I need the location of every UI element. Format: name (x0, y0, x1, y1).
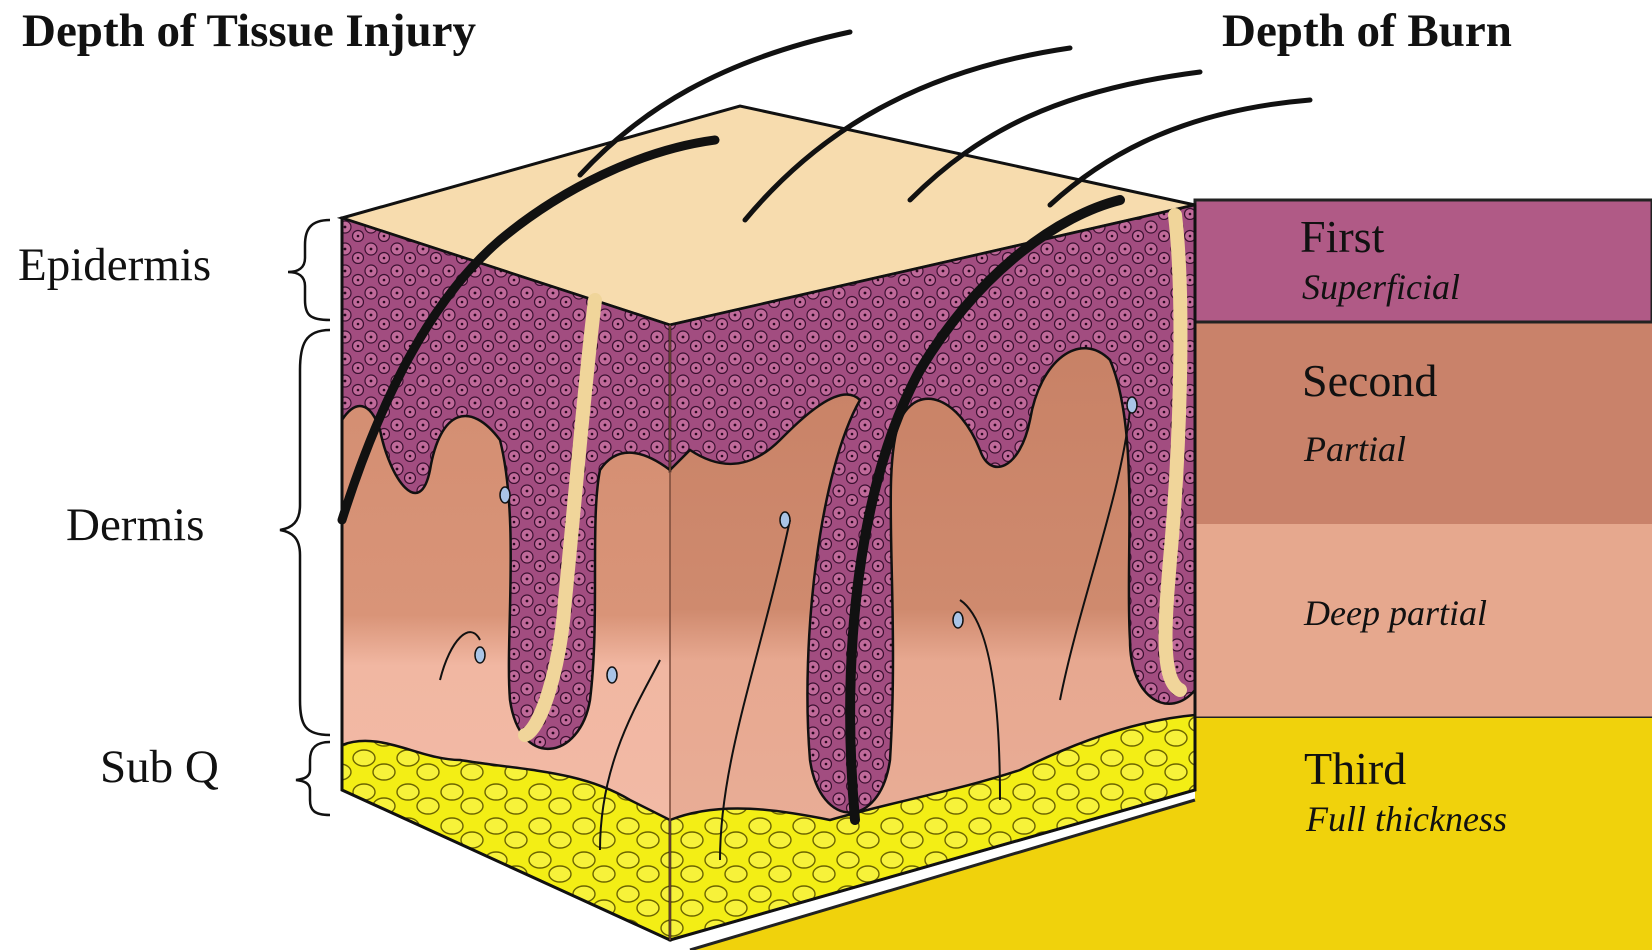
partial-label: Partial (1304, 428, 1406, 470)
third-degree-label: Third (1304, 742, 1406, 795)
epidermis-brace (288, 220, 330, 320)
subq-brace (296, 742, 330, 815)
first-degree-label: First (1300, 210, 1384, 263)
dermis-label: Dermis (66, 498, 204, 552)
subq-label: Sub Q (100, 740, 219, 794)
full-thickness-label: Full thickness (1306, 798, 1507, 840)
band-second (1195, 322, 1652, 524)
superficial-label: Superficial (1302, 266, 1460, 308)
tissue-injury-heading: Depth of Tissue Injury (22, 4, 476, 58)
burn-depth-heading: Depth of Burn (1222, 4, 1512, 58)
second-degree-label: Second (1302, 354, 1437, 407)
dermis-brace (280, 330, 330, 735)
braces (280, 220, 330, 815)
epidermis-label: Epidermis (18, 238, 211, 292)
deep-partial-label: Deep partial (1304, 592, 1487, 634)
